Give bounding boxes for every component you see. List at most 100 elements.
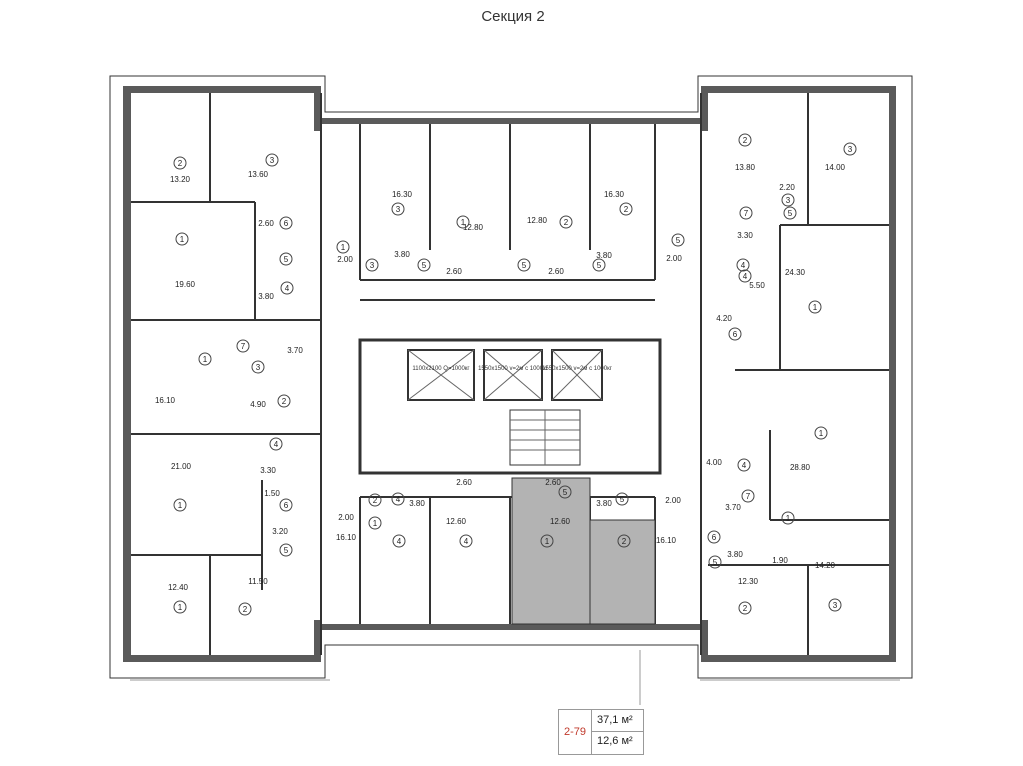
svg-text:3: 3 xyxy=(370,261,375,270)
svg-text:5: 5 xyxy=(284,546,289,555)
room-area-label: 13.80 xyxy=(735,163,756,172)
partitions xyxy=(131,93,889,655)
svg-text:2: 2 xyxy=(178,159,183,168)
room-number: 4 xyxy=(269,437,283,451)
room-area-label: 16.10 xyxy=(155,396,176,405)
svg-text:4: 4 xyxy=(397,537,402,546)
room-number: 3 xyxy=(251,360,265,374)
room-area: 12,6 м² xyxy=(597,735,633,747)
room-area-label: 2.60 xyxy=(446,267,462,276)
room-number: 3 xyxy=(391,202,405,216)
room-number: 3 xyxy=(365,258,379,272)
room-area-label: 3.80 xyxy=(727,550,743,559)
building-outline xyxy=(109,75,913,679)
svg-text:1: 1 xyxy=(341,243,346,252)
room-number: 5 xyxy=(708,555,722,569)
svg-text:4: 4 xyxy=(743,272,748,281)
room-area-label: 3.80 xyxy=(596,499,612,508)
svg-text:4: 4 xyxy=(396,495,401,504)
room-area-label: 12.80 xyxy=(463,223,484,232)
svg-text:6: 6 xyxy=(284,219,289,228)
room-number: 2 xyxy=(619,202,633,216)
room-number: 2 xyxy=(617,534,631,548)
room-number: 2 xyxy=(277,394,291,408)
room-number: 4 xyxy=(737,458,751,472)
room-number: 2 xyxy=(738,133,752,147)
room-area-label: 2.00 xyxy=(337,255,353,264)
room-number: 4 xyxy=(738,269,752,283)
room-area-label: 14.20 xyxy=(815,561,836,570)
svg-text:1: 1 xyxy=(819,429,824,438)
room-number: 6 xyxy=(279,498,293,512)
apartment-legend: 2-79 37,1 м² 12,6 м² xyxy=(558,709,644,755)
room-area-label: 16.10 xyxy=(656,536,677,545)
room-number: 5 xyxy=(671,233,685,247)
svg-text:5: 5 xyxy=(522,261,527,270)
room-number: 6 xyxy=(728,327,742,341)
room-area-label: 2.00 xyxy=(665,496,681,505)
room-area-label: 3.80 xyxy=(394,250,410,259)
room-area-label: 2.60 xyxy=(548,267,564,276)
svg-text:6: 6 xyxy=(284,501,289,510)
svg-text:2: 2 xyxy=(622,537,627,546)
svg-text:4: 4 xyxy=(274,440,279,449)
elevator-label: 1100х2100 Q=1000кг xyxy=(412,366,470,372)
room-number: 2 xyxy=(738,601,752,615)
room-number: 5 xyxy=(279,543,293,557)
highlighted-apartment xyxy=(511,477,656,625)
room-area-label: 4.20 xyxy=(716,314,732,323)
svg-text:4: 4 xyxy=(464,537,469,546)
room-area-label: 16.10 xyxy=(336,533,357,542)
room-number: 1 xyxy=(540,534,554,548)
svg-text:5: 5 xyxy=(284,255,289,264)
room-number: 6 xyxy=(279,216,293,230)
room-area-label: 21.00 xyxy=(171,462,192,471)
svg-text:3: 3 xyxy=(270,156,275,165)
room-number: 7 xyxy=(236,339,250,353)
room-number: 1 xyxy=(814,426,828,440)
svg-text:1: 1 xyxy=(545,537,550,546)
room-area-label: 3.80 xyxy=(258,292,274,301)
room-number: 3 xyxy=(828,598,842,612)
room-number: 2 xyxy=(559,215,573,229)
room-number: 1 xyxy=(368,516,382,530)
room-area-label: 11.50 xyxy=(248,577,268,586)
svg-text:7: 7 xyxy=(744,209,749,218)
room-area-label: 3.80 xyxy=(409,499,425,508)
room-area-label: 12.40 xyxy=(168,583,189,592)
room-number: 4 xyxy=(392,534,406,548)
room-number: 4 xyxy=(459,534,473,548)
room-number: 1 xyxy=(781,511,795,525)
svg-text:5: 5 xyxy=(422,261,427,270)
svg-text:1: 1 xyxy=(813,303,818,312)
room-area-label: 12.80 xyxy=(527,216,548,225)
room-area-label: 13.20 xyxy=(170,175,191,184)
svg-text:1: 1 xyxy=(461,218,466,227)
room-number: 5 xyxy=(783,206,797,220)
svg-text:2: 2 xyxy=(743,604,748,613)
room-number: 2 xyxy=(173,156,187,170)
room-number: 1 xyxy=(808,300,822,314)
svg-text:2: 2 xyxy=(243,605,248,614)
room-area-label: 19.60 xyxy=(175,280,196,289)
room-area-label: 3.30 xyxy=(737,231,753,240)
svg-text:1: 1 xyxy=(178,603,183,612)
room-area-label: 2.00 xyxy=(666,254,682,263)
room-area-label: 12.60 xyxy=(550,517,571,526)
svg-text:3: 3 xyxy=(833,601,838,610)
svg-text:4: 4 xyxy=(741,261,746,270)
room-area-label: 1.50 xyxy=(264,489,280,498)
svg-text:5: 5 xyxy=(597,261,602,270)
room-area-label: 12.30 xyxy=(738,577,759,586)
room-number: 1 xyxy=(175,232,189,246)
room-number: 1 xyxy=(173,600,187,614)
room-number: 1 xyxy=(198,352,212,366)
svg-text:1: 1 xyxy=(178,501,183,510)
svg-text:7: 7 xyxy=(241,342,246,351)
room-area-label: 4.00 xyxy=(706,458,722,467)
room-area-label: 3.70 xyxy=(725,503,741,512)
room-area-label: 13.60 xyxy=(248,170,269,179)
room-area-label: 2.60 xyxy=(545,478,561,487)
svg-text:4: 4 xyxy=(285,284,290,293)
